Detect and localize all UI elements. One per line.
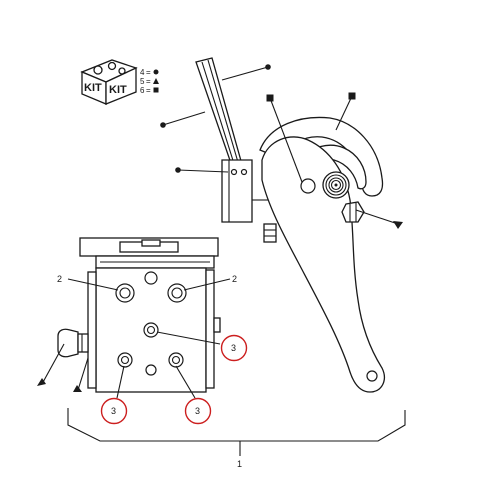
highlight-circle	[184, 397, 212, 425]
legend-eq-4: =	[146, 68, 151, 77]
circle-callout-marker-icon	[160, 122, 166, 128]
mounting-block	[79, 237, 221, 393]
circle-callout-marker-icon	[175, 167, 181, 173]
assembly-bracket: 1	[67, 408, 406, 469]
triangle-marker-icon	[153, 78, 159, 84]
kit-word-left: KIT	[84, 82, 102, 94]
circle-callout-marker-icon	[265, 64, 271, 70]
callout-2-left: 2	[57, 274, 62, 284]
square-callout-marker-icon	[266, 94, 274, 102]
callout-2-right: 2	[232, 274, 237, 284]
handle-lever	[195, 57, 244, 173]
circle-marker-icon	[153, 69, 159, 75]
mounting-bracket	[221, 159, 268, 223]
callout-1: 1	[237, 459, 242, 469]
hex-nut	[341, 201, 365, 223]
triangle-callout-marker-icon	[73, 385, 82, 392]
legend-eq-6: =	[146, 86, 151, 95]
bracket-bolt	[263, 223, 277, 243]
highlight-circle	[220, 334, 248, 362]
legend-number-6: 6	[140, 86, 145, 95]
callout-3-bottom-left: 3	[111, 406, 116, 416]
upper-callouts	[160, 64, 403, 229]
kit-icon: KIT KIT	[80, 59, 138, 105]
legend-number-4: 4	[140, 68, 145, 77]
legend: 4 = 5 = 6 =	[140, 68, 159, 95]
highlight-circle	[100, 397, 128, 425]
triangle-callout-marker-icon	[37, 378, 46, 386]
callout-3-bottom-right: 3	[195, 406, 200, 416]
legend-number-5: 5	[140, 77, 145, 86]
kit-word-right: KIT	[109, 84, 127, 96]
legend-eq-5: =	[146, 77, 151, 86]
lever-arm	[261, 136, 385, 393]
side-knob	[57, 328, 89, 358]
square-callout-marker-icon	[348, 92, 356, 100]
lower-callouts: 2 2 3 3 3	[37, 274, 248, 425]
square-marker-icon	[153, 87, 159, 93]
callout-3-right: 3	[231, 343, 236, 353]
spring-coil	[322, 171, 350, 199]
triangle-callout-marker-icon	[393, 221, 403, 229]
